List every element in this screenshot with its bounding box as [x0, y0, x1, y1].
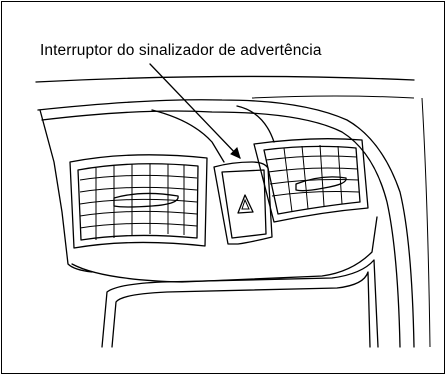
dashboard-upper-contour	[37, 99, 415, 348]
screen-inner	[111, 271, 371, 348]
center-ridge-right	[236, 105, 275, 143]
right-air-vent	[253, 138, 369, 223]
dashboard-left-edge	[39, 109, 93, 273]
center-ridge-left	[151, 109, 225, 163]
figure-frame: Interruptor do sinalizador de advertênci…	[1, 1, 445, 374]
hazard-switch	[213, 161, 273, 245]
dashboard-inner-contour	[41, 110, 401, 348]
dashboard-right-side	[421, 97, 431, 348]
dashboard-top-edge	[35, 75, 415, 83]
dashboard-top-edge-secondary	[251, 95, 415, 99]
leader-line	[149, 63, 241, 159]
hazard-triangle-icon	[237, 194, 254, 214]
screen-bezel	[101, 259, 379, 348]
callout-label: Interruptor do sinalizador de advertênci…	[40, 42, 322, 59]
left-air-vent	[69, 154, 208, 249]
leader-arrowhead	[230, 147, 241, 159]
